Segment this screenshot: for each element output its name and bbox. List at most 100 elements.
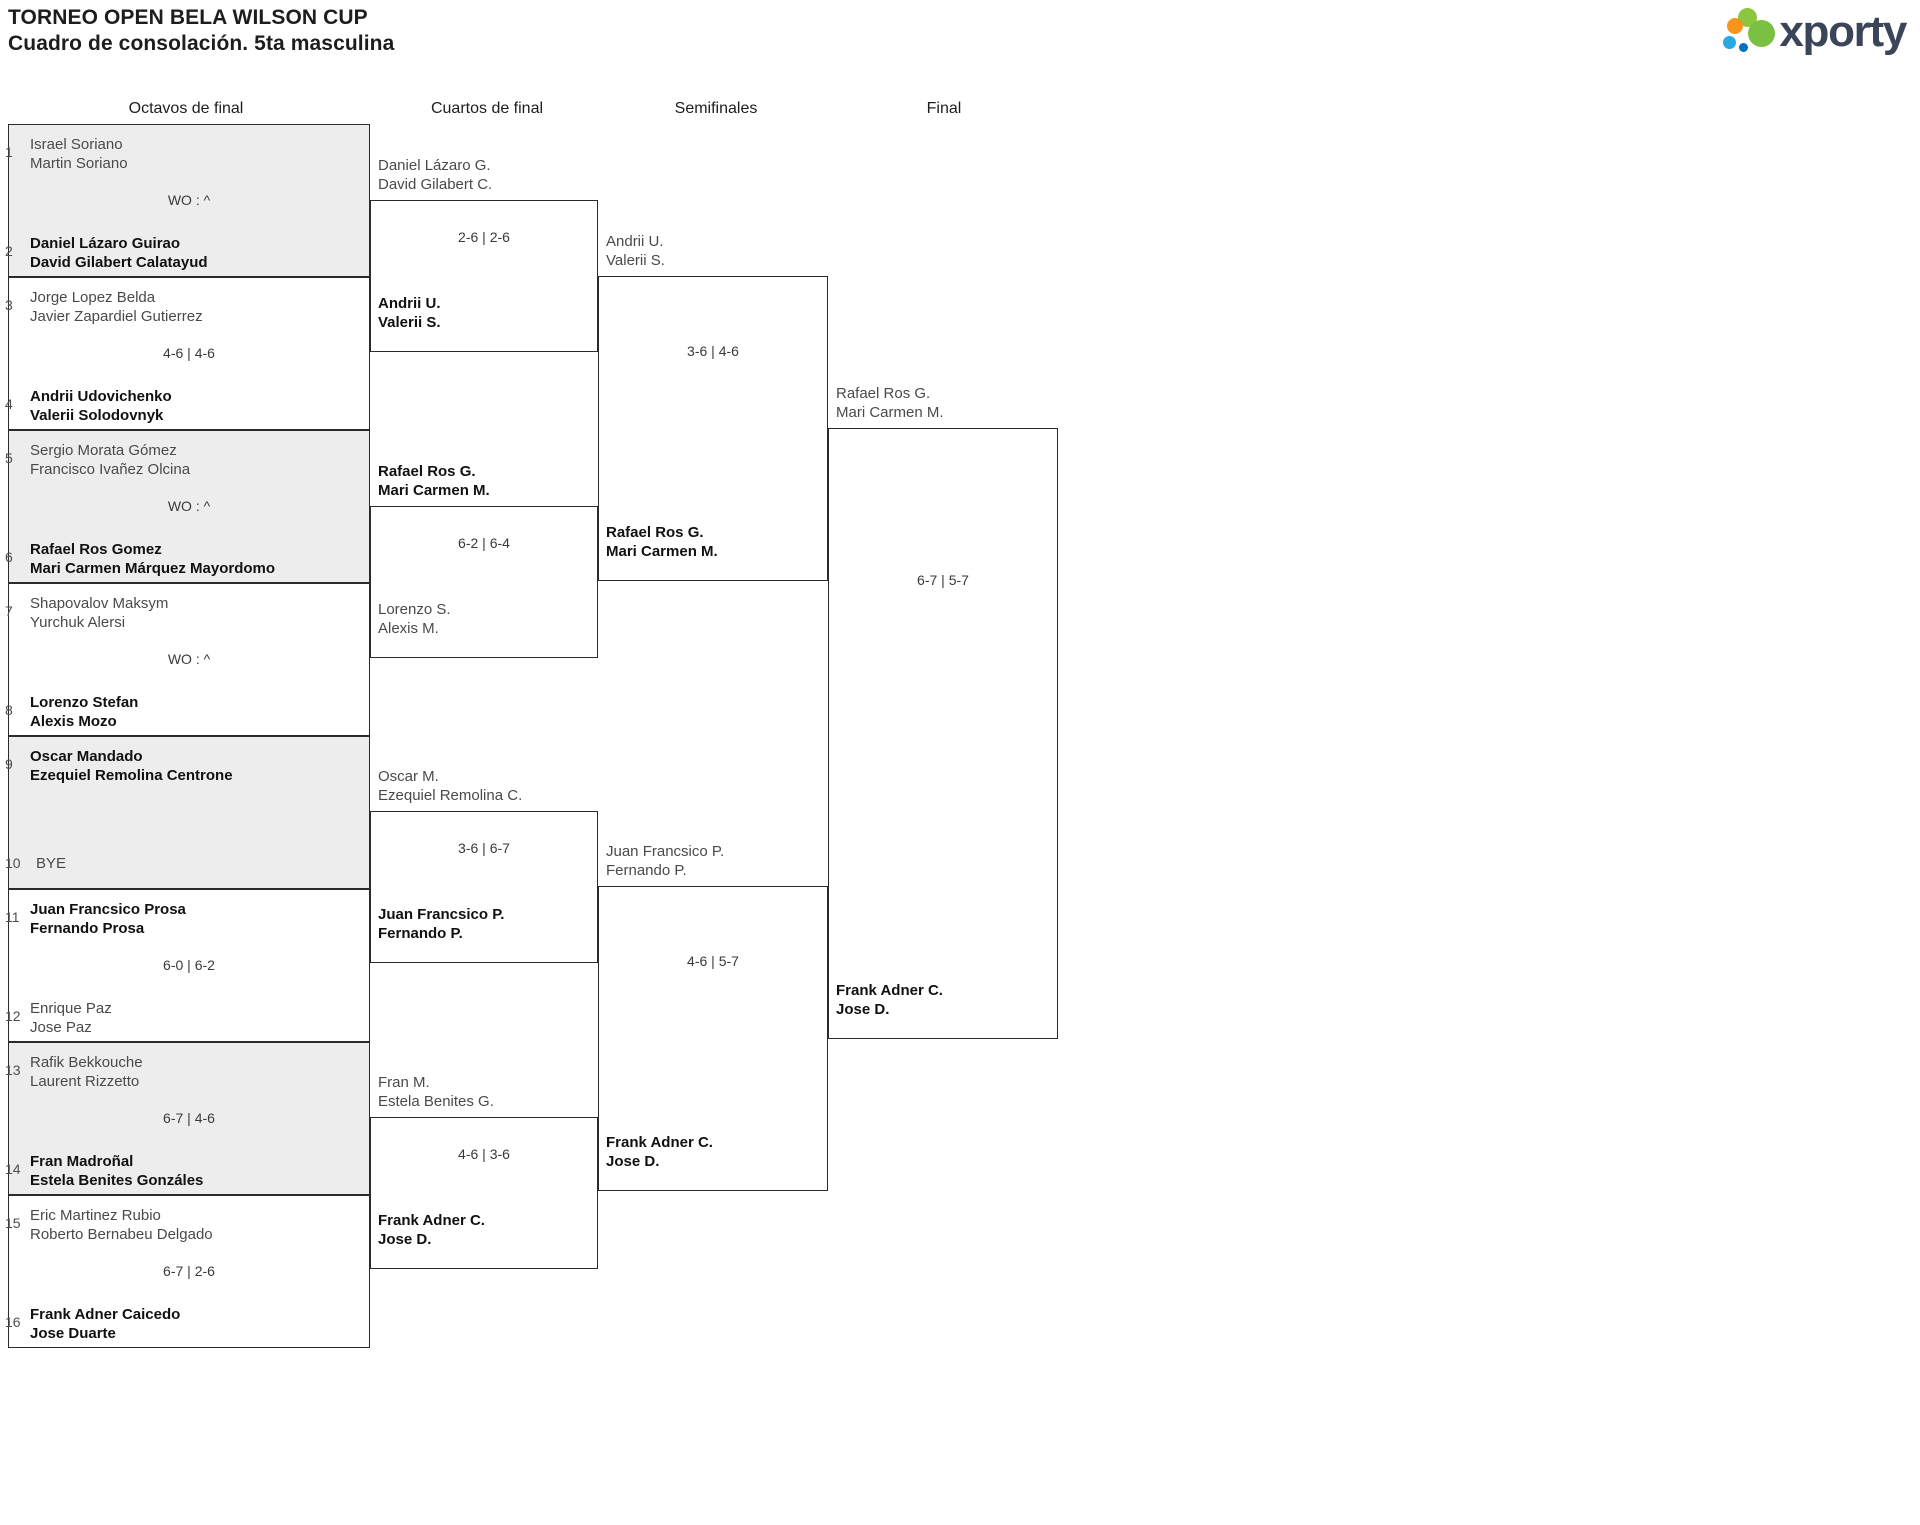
player-name: Estela Benites Gonzáles — [30, 1172, 204, 1189]
player-name: Lorenzo S. — [378, 601, 451, 618]
r2-matchbox-2[interactable] — [370, 506, 598, 658]
player-name: Javier Zapardiel Gutierrez — [30, 308, 203, 325]
player-name: Alexis M. — [378, 620, 439, 637]
player-name: Roberto Bernabeu Delgado — [30, 1226, 213, 1243]
player-name: Oscar Mandado — [30, 748, 143, 765]
r1-match-score: 6-7 | 2-6 — [163, 1262, 215, 1279]
r1-slot-12[interactable] — [8, 965, 370, 1042]
r4-matchbox-1[interactable] — [828, 428, 1058, 1039]
player-name: Shapovalov Maksym — [30, 595, 169, 612]
xporty-logo: xporty — [1723, 6, 1907, 58]
r1-slot-11[interactable] — [8, 889, 370, 966]
title-block: TORNEO OPEN BELA WILSON CUP Cuadro de co… — [8, 5, 394, 57]
player-name: Ezequiel Remolina C. — [378, 787, 523, 804]
player-name: Juan Francsico P. — [378, 906, 505, 923]
r1-slot-5[interactable] — [8, 430, 370, 507]
r1-slot-4[interactable] — [8, 353, 370, 430]
r1-slot-14[interactable] — [8, 1118, 370, 1195]
page-header: TORNEO OPEN BELA WILSON CUP Cuadro de co… — [0, 0, 1920, 70]
r2-entrant-top: Rafael Ros G.Mari Carmen M. — [378, 462, 490, 500]
logo-dot-green-large — [1748, 20, 1776, 47]
r1-slot-15[interactable] — [8, 1195, 370, 1272]
player-name: Jose Duarte — [30, 1325, 116, 1342]
round-header-4: Final — [926, 100, 962, 117]
r1-slot-9[interactable] — [8, 736, 370, 813]
r1-match-score: WO : ^ — [167, 191, 211, 208]
r2-match-score: 2-6 | 2-6 — [458, 229, 510, 245]
player-name: Oscar M. — [378, 768, 439, 785]
r3-matchbox-1[interactable] — [598, 276, 828, 581]
r3-match-score: 4-6 | 5-7 — [687, 953, 739, 970]
player-name: Rafael Ros G. — [378, 463, 476, 480]
player-name: Frank Adner C. — [378, 1212, 485, 1229]
r1-slot-8[interactable] — [8, 659, 370, 736]
player-name: Daniel Lázaro Guirao — [30, 235, 181, 252]
r2-entrant-bottom: Lorenzo S. Alexis M. — [378, 600, 451, 638]
r2-entrant-bottom: Andrii U.Valerii S. — [378, 294, 441, 332]
player-name: Jose D. — [378, 1231, 432, 1248]
r3-entrant-bottom: Rafael Ros G.Mari Carmen M. — [606, 523, 718, 561]
r3-matchbox-2[interactable] — [598, 886, 828, 1191]
r1-slot-6[interactable] — [8, 506, 370, 583]
round-header-2: Cuartos de final — [430, 100, 544, 117]
player-name: Valerii S. — [378, 314, 441, 331]
player-name: Martin Soriano — [30, 155, 128, 172]
player-name: Fran Madroñal — [30, 1153, 134, 1170]
player-name: Juan Francsico P. — [606, 843, 725, 860]
r2-entrant-top: Daniel Lázaro G.David Gilabert C. — [378, 156, 492, 194]
player-name: Estela Benites G. — [378, 1093, 494, 1110]
r1-bye-label: BYE — [36, 855, 67, 872]
player-name: Rafael Ros G. — [836, 385, 931, 402]
round-header-1: Octavos de final — [128, 100, 244, 117]
player-name: Israel Soriano — [30, 136, 123, 153]
r1-seed-number: 7 — [5, 603, 13, 619]
r1-slot-2[interactable] — [8, 200, 370, 277]
round-header-3: Semifinales — [674, 100, 758, 117]
player-name: Frank Adner C. — [836, 982, 943, 999]
r1-slot-10[interactable] — [8, 812, 370, 889]
r4-entrant-top: Rafael Ros G.Mari Carmen M. — [836, 384, 944, 422]
r2-matchbox-4[interactable] — [370, 1117, 598, 1269]
player-name: Francisco Ivañez Olcina — [30, 461, 191, 478]
r1-slot-16[interactable] — [8, 1271, 370, 1348]
r1-match-score: WO : ^ — [167, 497, 211, 514]
r4-match-score: 6-7 | 5-7 — [917, 571, 969, 588]
player-name: Sergio Morata Gómez — [30, 442, 177, 459]
player-name: Rafael Ros G. — [606, 524, 704, 541]
player-name: Alexis Mozo — [30, 713, 117, 730]
player-name: Laurent Rizzetto — [30, 1073, 140, 1090]
r3-match-score: 3-6 | 4-6 — [687, 343, 739, 360]
player-name: Valerii Solodovnyk — [30, 407, 164, 424]
r1-seed-number: 15 — [5, 1215, 21, 1231]
logo-dot-darkblue — [1739, 43, 1749, 52]
player-name: Jorge Lopez Belda — [30, 289, 156, 306]
r2-entrant-top: Oscar M. Ezequiel Remolina C. — [378, 767, 522, 805]
r1-seed-number: 5 — [5, 450, 13, 466]
r1-seed-number: 1 — [5, 144, 13, 160]
r1-slot-1[interactable] — [8, 124, 370, 201]
r1-match-score: 6-7 | 4-6 — [163, 1109, 215, 1126]
logo-dots-icon — [1723, 8, 1776, 56]
r2-matchbox-3[interactable] — [370, 811, 598, 963]
player-name: Valerii S. — [606, 252, 665, 269]
r3-entrant-top: Andrii U. Valerii S. — [606, 232, 665, 270]
player-name: Fernando P. — [606, 862, 687, 879]
player-name: Andrii U. — [606, 233, 664, 250]
r2-matchbox-1[interactable] — [370, 200, 598, 352]
r1-slot-7[interactable] — [8, 583, 370, 660]
r1-slot-13[interactable] — [8, 1042, 370, 1119]
r1-slot-3[interactable] — [8, 277, 370, 354]
player-name: Mari Carmen Márquez Mayordomo — [30, 560, 276, 577]
player-name: Rafael Ros Gomez — [30, 541, 162, 558]
player-name: Yurchuk Alersi — [30, 614, 126, 631]
player-name: Frank Adner C. — [606, 1134, 713, 1151]
r2-entrant-top: Fran M.Estela Benites G. — [378, 1073, 494, 1111]
